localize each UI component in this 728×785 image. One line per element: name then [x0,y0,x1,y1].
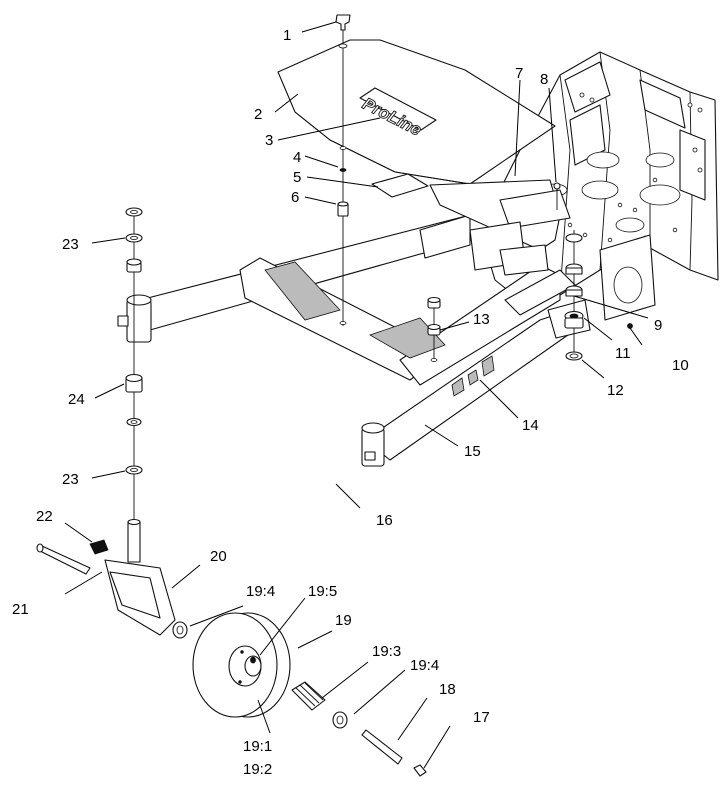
axle-bolt [36,543,91,575]
caster-wheel [172,612,291,718]
leader-lines [64,21,649,769]
caster-fork [89,518,176,636]
callout-6: 6 [291,189,299,206]
axle-hardware [291,681,427,777]
callout-2: 2 [254,106,262,123]
callout-16: 16 [376,512,393,529]
callout-19-1: 19:1 [243,738,272,755]
callout-7: 7 [515,65,523,82]
callout-4: 4 [293,149,301,166]
callout-10: 10 [672,357,689,374]
spacer-stack-13 [427,296,441,362]
callout-24: 24 [68,391,85,408]
callout-22: 22 [36,508,53,525]
callout-labels: 1 2 3 4 5 6 7 8 9 10 11 12 13 14 15 16 1… [12,27,689,778]
callout-19-5: 19:5 [308,583,337,600]
pivot-stack [553,182,633,361]
callout-20: 20 [210,548,227,565]
callout-9: 9 [654,317,662,334]
shim-plate [371,173,429,198]
callout-1: 1 [283,27,291,44]
right-caster-arm [361,269,591,467]
callout-3: 3 [265,132,273,149]
callout-12: 12 [607,382,624,399]
callout-21: 21 [12,601,29,618]
callout-19-2: 19:2 [243,761,272,778]
callout-13: 13 [473,311,490,328]
hood-cover: ProLine [277,39,556,185]
callout-19-4-left: 19:4 [246,583,275,600]
callout-5: 5 [293,169,301,186]
callout-19: 19 [335,612,352,629]
callout-14: 14 [522,417,539,434]
callout-18: 18 [439,681,456,698]
hood-bolt-stack [335,14,351,326]
center-rail [429,179,571,276]
callout-19-4-right: 19:4 [410,657,439,674]
callout-11: 11 [615,345,631,362]
callout-19-3: 19:3 [372,643,401,660]
callout-8: 8 [540,71,548,88]
callout-23-bottom: 23 [62,471,79,488]
callout-23-top: 23 [62,236,79,253]
callout-17: 17 [473,709,490,726]
left-caster-stack [125,207,143,530]
callout-15: 15 [464,443,481,460]
